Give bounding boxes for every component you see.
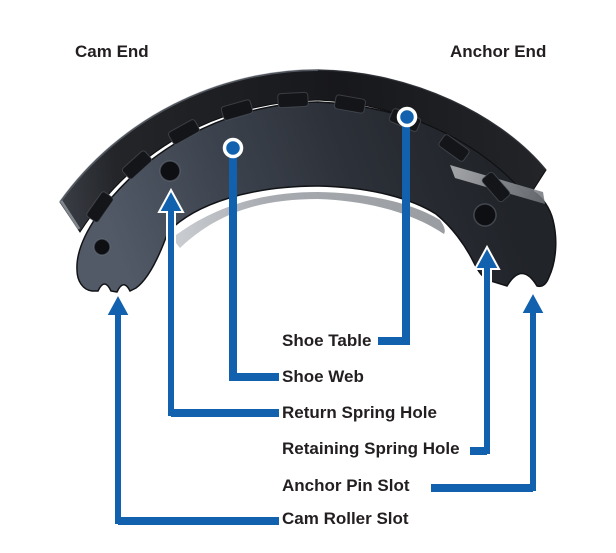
cam-roller-slot-arrow [104,291,132,526]
shoe-table-dot [396,106,418,128]
label-cam-end: Cam End [75,42,149,61]
retaining-spring-hole [473,203,497,227]
callouts [104,106,547,526]
label-anchor-pin-slot: Anchor Pin Slot [282,476,410,495]
label-shoe-web: Shoe Web [282,367,364,386]
band-end-face-highlight [59,200,81,230]
anchor-pin-slot-arrow [519,289,547,493]
cam-end-hole [93,238,111,256]
label-return-spring-hole: Return Spring Hole [282,403,437,422]
label-anchor-end: Anchor End [450,42,547,61]
shoe-web-dot [222,137,244,159]
web-holes [93,160,497,256]
label-cam-roller-slot: Cam Roller Slot [282,509,409,528]
return-spring-hole [159,160,181,182]
shoe-far-flange [172,192,445,248]
rim-highlight-right [317,69,547,171]
label-shoe-table: Shoe Table [282,331,372,350]
label-retaining-spring-hole: Retaining Spring Hole [282,439,460,458]
shoe-web-connector [229,148,279,381]
shoe-table-connector [378,117,410,345]
rim-highlight-left [59,69,319,203]
